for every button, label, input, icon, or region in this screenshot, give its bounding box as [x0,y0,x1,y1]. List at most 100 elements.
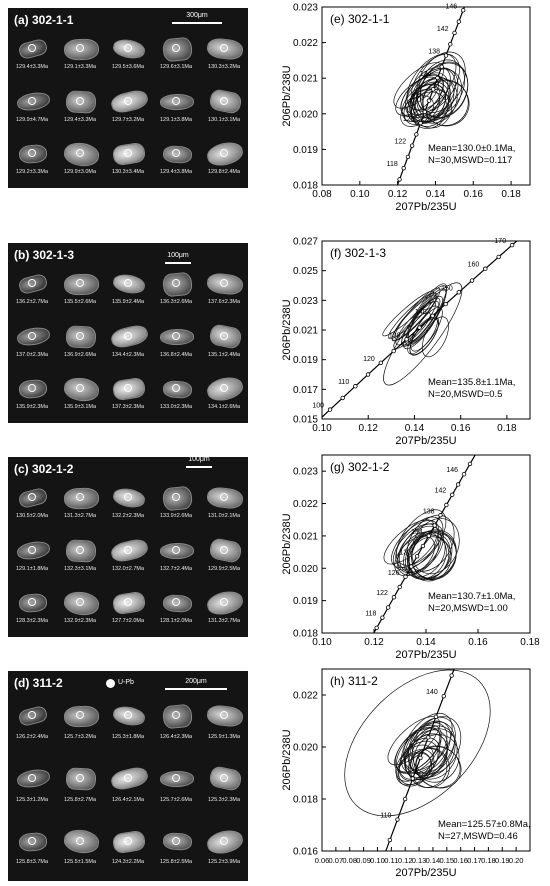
analysis-spot-icon [76,493,84,502]
plot-title: (g) 302-1-2 [330,460,390,474]
y-tick-label: 0.023 [293,296,318,307]
concordia-age-label: 140 [426,689,438,696]
concordia-age-marker [431,87,436,92]
x-tick-label: 0.12 [398,856,413,865]
grain-age-label: 125.8±2.5Ma [159,859,193,866]
concordia-age-marker [496,254,501,260]
analysis-spot-icon [220,96,228,105]
mean-age-annotation: N=20,MSWD=1.00 [428,603,508,614]
concordia-age-label: 130 [389,332,401,339]
analysis-spot-icon [124,598,132,607]
grain-age-label: 130.3±3.4Ma [111,169,145,176]
error-ellipse [391,292,438,341]
error-ellipse [398,749,435,785]
concordia-age-label: 122 [394,139,406,146]
grain-age-label: 132.9±2.3Ma [63,618,97,625]
concordia-age-marker [374,625,379,631]
grain-age-label: 136.9±2.6Ma [63,351,97,358]
grain-age-label: 129.1±3.8Ma [159,116,193,123]
grain-age-label: 134.1±2.6Ma [207,404,241,411]
analysis-spot-icon [28,598,36,607]
x-tick-label: 0.07 [329,856,344,865]
analysis-spot-icon [172,711,180,720]
error-ellipse [409,725,456,778]
x-tick-label: 0.18 [520,637,540,648]
x-tick-label: 0.16 [464,189,484,200]
concordia-curve [385,669,455,851]
concordia-age-label: 142 [437,26,449,33]
analysis-spot-icon [124,711,132,720]
x-axis-label: 207Pb/235U [395,201,456,213]
concordia-age-label: 130 [399,549,411,556]
x-tick-label: 0.15 [439,856,454,865]
concordia-age-marker [455,482,461,487]
grain-age-label: 135.9±3.1Ma [63,404,97,411]
concordia-age-label: 110 [380,813,391,820]
analysis-spot-icon [172,44,180,53]
plot-frame [321,6,531,186]
grain-age-label: 135.5±2.6Ma [63,298,97,305]
x-tick-label: 0.10 [370,856,385,865]
concordia-age-marker [433,714,439,719]
analysis-spot-icon [28,44,36,53]
scale-bar-label: 200μm [185,678,207,685]
grain-age-label: 137.6±2.3Ma [207,298,241,305]
analysis-spot-icon [124,493,132,502]
grain-age-label: 125.5±1.5Ma [63,859,97,866]
x-tick-label: 0.18 [501,189,521,200]
concordia-age-marker [397,584,402,590]
error-ellipse [393,312,431,349]
grain-age-label: 129.6±3.1Ma [159,63,193,70]
error-ellipse [401,297,441,346]
x-tick-label: 0.11 [384,856,398,865]
y-tick-label: 0.020 [293,743,318,754]
concordia-age-marker [456,19,462,24]
error-ellipse [382,290,434,337]
analysis-spot-icon [220,493,228,502]
concordia-age-label: 100 [312,403,324,410]
concordia-age-marker [483,266,488,271]
y-tick-label: 0.015 [293,415,318,426]
analysis-spot-icon [124,149,132,158]
analysis-spot-icon [220,331,228,340]
error-ellipse [409,81,450,124]
error-ellipse [394,535,436,577]
analysis-spot-icon [124,96,132,105]
error-ellipse [394,726,441,773]
analysis-spot-icon [172,331,180,340]
grain-age-label: 125.3±1.2Ma [15,796,49,803]
concordia-age-marker [405,154,411,160]
grain-age-label: 125.3±1.8Ma [111,734,145,741]
analysis-spot-icon [220,545,228,554]
error-ellipse [411,529,457,579]
analysis-spot-icon [172,149,180,158]
grain-age-label: 128.3±2.3Ma [15,618,49,625]
analysis-spot-icon [28,545,36,554]
x-tick-label: 0.12 [358,423,378,434]
scale-bar [186,466,212,468]
x-tick-label: 0.09 [356,856,371,865]
concordia-age-marker [452,30,457,36]
y-tick-label: 0.022 [293,38,318,49]
error-ellipse [405,534,447,580]
concordia-age-marker [403,574,408,579]
error-ellipse [407,83,447,124]
analysis-spot-icon [28,331,36,340]
analysis-spot-icon [76,836,84,845]
error-ellipse [394,287,441,340]
mean-age-annotation: Mean=130.0±0.1Ma, [428,143,515,154]
error-ellipse [411,728,458,780]
analysis-spot-icon [220,836,228,845]
y-tick-label: 0.025 [293,266,318,277]
grain-age-label: 137.0±2.3Ma [15,351,49,358]
x-tick-label: 0.19 [495,856,510,865]
grain-age-label: 128.1±2.0Ma [159,618,193,625]
concordia-age-marker [391,348,396,354]
concordia-age-label: 122 [376,590,388,597]
concordia-age-label: 110 [338,379,349,386]
error-ellipse [397,531,440,576]
concordia-age-marker [509,242,515,248]
analysis-spot-icon [76,598,84,607]
analysis-spot-icon [76,279,84,288]
concordia-age-marker [461,472,467,477]
